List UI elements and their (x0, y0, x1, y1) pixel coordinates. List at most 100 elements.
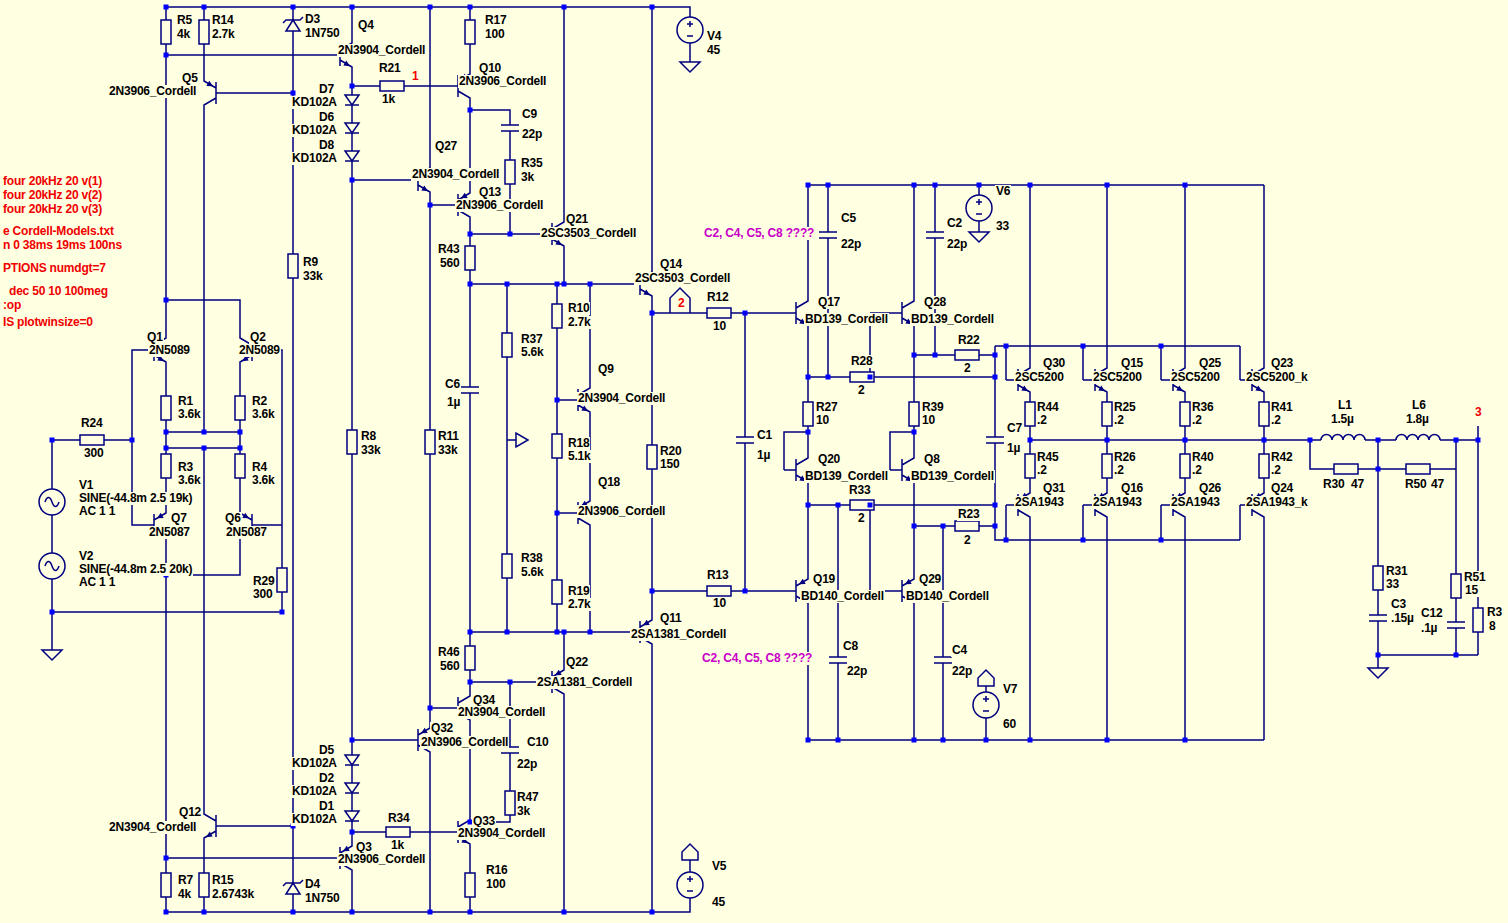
part-label: 2 (963, 534, 971, 547)
part-label: R11 (437, 430, 460, 443)
part-label: 33 (995, 220, 1010, 233)
wires (52, 7, 1478, 912)
part-label: BD139_Cordell (910, 470, 995, 483)
components (707, 586, 731, 596)
part-label: 5.1k (567, 450, 592, 463)
part-label: 2SA1381_Cordell (536, 676, 633, 689)
part-label: L1 (1337, 399, 1353, 412)
components (199, 873, 209, 897)
part-label: 47 (1350, 478, 1365, 491)
part-label: .2 (1270, 464, 1282, 477)
components (465, 246, 475, 270)
part-label: Q17 (817, 296, 841, 309)
part-label: C1 (756, 429, 773, 442)
part-label: V5 (711, 860, 727, 873)
components (161, 454, 171, 478)
part-label: R47 (516, 791, 539, 804)
part-label: 10 (712, 320, 727, 333)
part-label: C5 (840, 212, 857, 225)
part-label: Q8 (923, 453, 941, 466)
components (1321, 433, 1365, 441)
components (1373, 566, 1383, 590)
part-label: Q27 (434, 140, 458, 153)
note-text: C2, C4, C5, C8 ???? (701, 652, 813, 665)
components (1259, 454, 1269, 478)
part-label: BD140_Cordell (905, 590, 990, 603)
part-label: 300 (252, 588, 273, 601)
components (966, 195, 992, 221)
part-label: R7 (177, 874, 194, 887)
spice-directive: n 0 38ms 19ms 100ns (2, 239, 123, 252)
part-label: R3 (1486, 606, 1503, 619)
components (345, 811, 359, 821)
part-label: R43 (437, 243, 460, 256)
part-label: 10 (921, 414, 936, 427)
part-label: 4k (177, 888, 192, 901)
part-label: 3.6k (251, 474, 276, 487)
part-label: R50 (1404, 478, 1427, 491)
part-label: KD102A (291, 757, 338, 770)
components (1473, 608, 1483, 632)
part-label: C6 (444, 378, 461, 391)
components (1334, 464, 1358, 474)
part-label: R15 (211, 874, 234, 887)
components (552, 434, 562, 458)
probe-symbol (516, 433, 528, 447)
part-label: 1k (381, 93, 396, 106)
part-label: .2 (1036, 414, 1048, 427)
net-label: 3 (1474, 406, 1482, 419)
part-label: 33k (360, 444, 381, 457)
part-label: D6 (318, 111, 335, 124)
components (501, 125, 519, 131)
components (1025, 454, 1035, 478)
part-label: 2N3906_Cordell (577, 505, 666, 518)
components (552, 580, 562, 604)
components (240, 505, 264, 545)
components (199, 20, 209, 44)
components (505, 791, 515, 815)
components (283, 880, 303, 894)
part-label: KD102A (291, 96, 338, 109)
part-label: C12 (1420, 607, 1443, 620)
part-label: 2N3904_Cordell (411, 168, 500, 181)
part-label: R24 (80, 417, 103, 430)
part-label: 2SA1943 (1014, 496, 1065, 509)
components (42, 650, 62, 660)
part-label: 33k (437, 444, 458, 457)
part-label: 22p (521, 128, 543, 141)
part-label: 1k (390, 839, 405, 852)
components (347, 430, 357, 454)
components (647, 445, 657, 469)
components (934, 657, 952, 663)
part-label: 47 (1430, 478, 1445, 491)
components (677, 17, 703, 43)
part-label: 2SA1943 (1170, 496, 1221, 509)
part-label: KD102A (291, 124, 338, 137)
components (465, 20, 475, 44)
part-label: R5 (176, 14, 193, 27)
part-label: 3.6k (251, 408, 276, 421)
part-label: D8 (318, 139, 335, 152)
components (909, 402, 919, 426)
part-label: 2SC3503_Cordell (634, 272, 731, 285)
components (1102, 454, 1112, 478)
spice-directive: dec 50 10 100meg (8, 285, 109, 298)
part-label: C2 (946, 217, 963, 230)
components (1447, 622, 1465, 628)
part-label: BD139_Cordell (804, 470, 889, 483)
part-label: R19 (567, 585, 590, 598)
part-label: 3k (520, 171, 535, 184)
part-label: 15 (1464, 584, 1479, 597)
part-label: SINE(-44.8m 2.5 19k) (78, 492, 193, 505)
part-label: 2.7k (211, 28, 236, 41)
part-label: Q31 (1042, 482, 1066, 495)
part-label: 2N3904_Cordell (108, 821, 197, 834)
part-label: Q19 (812, 573, 836, 586)
components (1396, 433, 1440, 441)
components (1102, 402, 1112, 426)
part-label: R27 (815, 401, 838, 414)
part-label: 2N5087 (148, 526, 191, 539)
part-label: 560 (439, 660, 460, 673)
components (161, 873, 171, 897)
part-label: 22p (946, 238, 968, 251)
